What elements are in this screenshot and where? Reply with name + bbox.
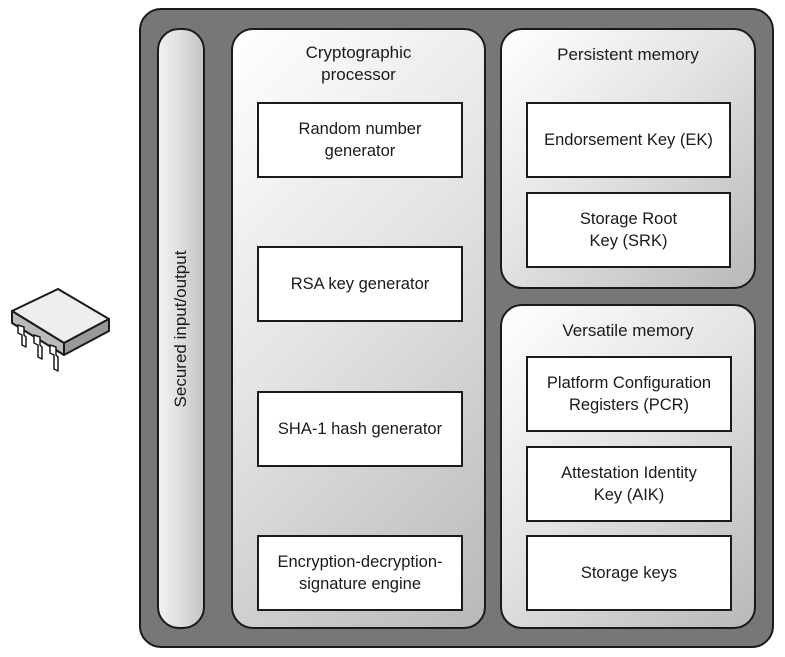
versatile-memory-title: Versatile memory bbox=[562, 321, 694, 340]
cryptographic-processor-title: Cryptographic processor bbox=[305, 43, 412, 84]
versatile-memory-panel: Versatile memory Platform Configuration … bbox=[500, 304, 756, 629]
storage-keys-box: Storage keys bbox=[526, 535, 732, 611]
encryption-engine-box: Encryption-decryption- signature engine bbox=[257, 535, 463, 611]
secured-io-panel: Secured input/output bbox=[157, 28, 205, 629]
storage-root-key-box: Storage Root Key (SRK) bbox=[526, 192, 731, 268]
chip-icon bbox=[11, 288, 110, 372]
sha1-hash-generator-box: SHA-1 hash generator bbox=[257, 391, 463, 467]
endorsement-key-box: Endorsement Key (EK) bbox=[526, 102, 731, 178]
random-number-generator-box: Random number generator bbox=[257, 102, 463, 178]
cryptographic-processor-panel: Cryptographic processor Random number ge… bbox=[231, 28, 486, 629]
rsa-key-generator-box: RSA key generator bbox=[257, 246, 463, 322]
persistent-memory-title: Persistent memory bbox=[557, 45, 699, 64]
pcr-box: Platform Configuration Registers (PCR) bbox=[526, 356, 732, 432]
secured-io-label: Secured input/output bbox=[171, 250, 190, 407]
attestation-identity-key-box: Attestation Identity Key (AIK) bbox=[526, 446, 732, 522]
persistent-memory-panel: Persistent memory Endorsement Key (EK) S… bbox=[500, 28, 756, 289]
